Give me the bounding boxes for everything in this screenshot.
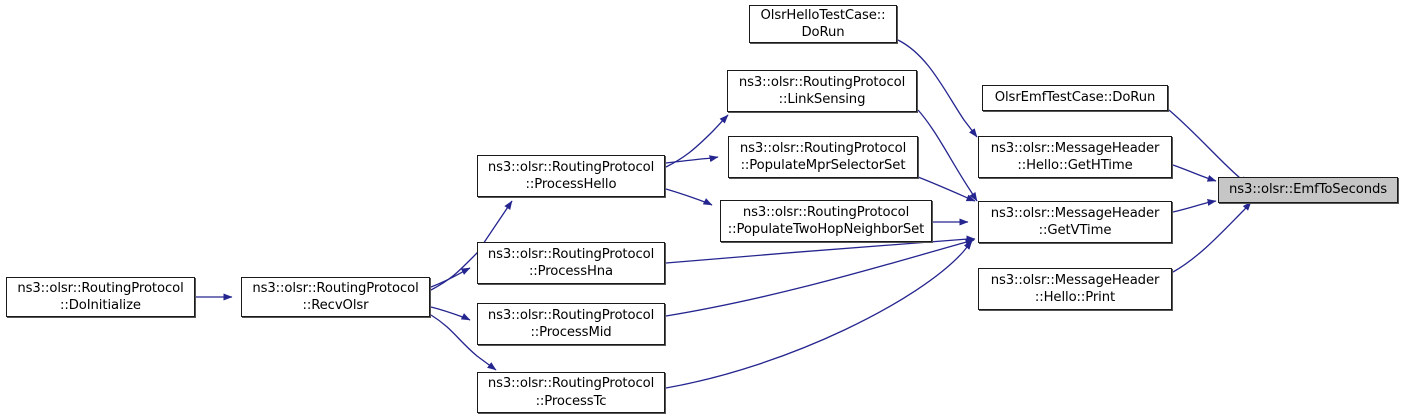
- graph-edge-routingprotocol-processmid-to-messageheader-getvtime: [665, 238, 975, 317]
- graph-edge-routingprotocol-processhello-to-routingprotocol-populatetwohopneighborset: [665, 188, 713, 206]
- graph-edge-messageheader-hello-gethtime-to-emf-to-seconds: [1172, 164, 1217, 182]
- graph-edge-routingprotocol-recvolsr-to-routingprotocol-processmid: [430, 306, 471, 321]
- graph-node-label: ns3::olsr::RoutingProtocol ::RecvOlsr: [252, 280, 419, 313]
- graph-edge-messageheader-hello-print-to-emf-to-seconds: [1172, 201, 1252, 273]
- graph-node-olsr-emf-testcase-dorun[interactable]: OlsrEmfTestCase::DoRun: [982, 85, 1168, 111]
- graph-node-olsr-hello-testcase-dorun[interactable]: OlsrHelloTestCase:: DoRun: [749, 5, 897, 43]
- graph-edge-routingprotocol-populatemprselectorset-to-messageheader-getvtime: [917, 176, 976, 202]
- graph-node-messageheader-hello-print[interactable]: ns3::olsr::MessageHeader ::Hello::Print: [978, 268, 1172, 310]
- graph-node-label: ns3::olsr::RoutingProtocol ::ProcessTc: [487, 376, 655, 409]
- graph-node-routingprotocol-linksensing[interactable]: ns3::olsr::RoutingProtocol ::LinkSensing: [727, 70, 917, 112]
- graph-node-label: ns3::olsr::RoutingProtocol ::LinkSensing: [738, 74, 906, 107]
- graph-node-routingprotocol-doinitialize[interactable]: ns3::olsr::RoutingProtocol ::DoInitializ…: [6, 277, 195, 317]
- graph-node-routingprotocol-processmid[interactable]: ns3::olsr::RoutingProtocol ::ProcessMid: [477, 303, 665, 345]
- graph-edge-routingprotocol-processhello-to-routingprotocol-populatemprselectorset: [665, 155, 719, 164]
- graph-edge-routingprotocol-recvolsr-to-routingprotocol-processhna: [430, 267, 471, 288]
- graph-node-routingprotocol-processhna[interactable]: ns3::olsr::RoutingProtocol ::ProcessHna: [477, 242, 665, 284]
- graph-edge-routingprotocol-processhello-to-routingprotocol-linksensing: [665, 114, 729, 168]
- graph-node-label: ns3::olsr::MessageHeader ::Hello::Print: [990, 272, 1160, 305]
- graph-node-label: ns3::olsr::EmfToSeconds: [1229, 182, 1387, 198]
- graph-node-label: ns3::olsr::RoutingProtocol ::ProcessMid: [487, 307, 655, 340]
- graph-node-messageheader-getvtime[interactable]: ns3::olsr::MessageHeader ::GetVTime: [978, 201, 1172, 243]
- graph-node-label: ns3::olsr::MessageHeader ::GetVTime: [990, 205, 1160, 238]
- graph-edge-routingprotocol-processhna-to-messageheader-getvtime: [665, 235, 976, 264]
- graph-node-label: ns3::olsr::RoutingProtocol ::PopulateMpr…: [739, 140, 907, 173]
- graph-edge-olsr-emf-testcase-dorun-to-emf-to-seconds: [1168, 109, 1250, 185]
- graph-node-routingprotocol-recvolsr[interactable]: ns3::olsr::RoutingProtocol ::RecvOlsr: [241, 277, 430, 317]
- graph-node-label: ns3::olsr::RoutingProtocol ::DoInitializ…: [17, 280, 184, 313]
- graph-node-label: ns3::olsr::RoutingProtocol ::PopulateTwo…: [727, 204, 925, 237]
- graph-edge-routingprotocol-processtc-to-messageheader-getvtime: [665, 240, 973, 389]
- graph-node-label: ns3::olsr::MessageHeader ::Hello::GetHTi…: [990, 140, 1160, 173]
- graph-edge-routingprotocol-linksensing-to-messageheader-getvtime: [917, 109, 978, 202]
- graph-edge-messageheader-getvtime-to-emf-to-seconds: [1172, 198, 1217, 213]
- graph-node-routingprotocol-processhello[interactable]: ns3::olsr::RoutingProtocol ::ProcessHell…: [477, 155, 665, 197]
- graph-node-routingprotocol-populatetwohopneighborset[interactable]: ns3::olsr::RoutingProtocol ::PopulateTwo…: [720, 200, 932, 242]
- graph-node-label: ns3::olsr::RoutingProtocol ::ProcessHell…: [487, 159, 655, 192]
- graph-node-label: ns3::olsr::RoutingProtocol ::ProcessHna: [487, 246, 655, 279]
- graph-node-routingprotocol-populatemprselectorset[interactable]: ns3::olsr::RoutingProtocol ::PopulateMpr…: [728, 136, 918, 178]
- graph-node-label: OlsrEmfTestCase::DoRun: [994, 90, 1156, 106]
- graph-node-label: OlsrHelloTestCase:: DoRun: [760, 7, 886, 40]
- graph-node-routingprotocol-processtc[interactable]: ns3::olsr::RoutingProtocol ::ProcessTc: [477, 372, 665, 413]
- graph-node-emf-to-seconds[interactable]: ns3::olsr::EmfToSeconds: [1218, 177, 1398, 203]
- graph-node-messageheader-hello-gethtime[interactable]: ns3::olsr::MessageHeader ::Hello::GetHTi…: [978, 136, 1172, 178]
